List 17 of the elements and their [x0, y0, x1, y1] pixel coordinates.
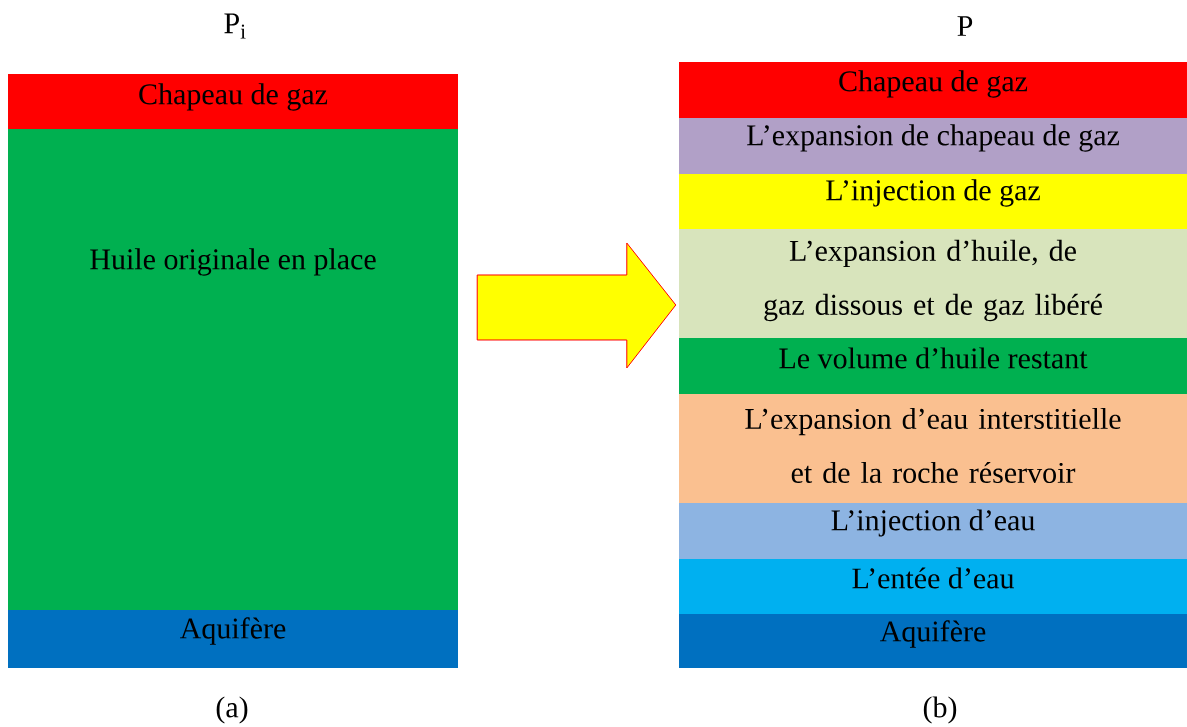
layer-band: L’expansion d’huile, de gaz dissous et de gaz libéré — [679, 229, 1187, 338]
column-heading: P — [957, 16, 973, 36]
layer-band: L’injection de gaz — [679, 174, 1187, 229]
layer-band: Aquifère — [679, 614, 1187, 668]
layer-band: L’expansion d’eau interstitielle et de la roche réservoir — [679, 394, 1187, 503]
layer-band: Chapeau de gaz — [8, 74, 458, 129]
layer-band: Le volume d’huile restant — [679, 338, 1187, 394]
layer-band: L’expansion de chapeau de gaz — [679, 118, 1187, 174]
layer-band: L’entée d’eau — [679, 559, 1187, 614]
block-arrow — [476, 242, 677, 369]
layer-band: Huile originale en place — [8, 129, 458, 610]
layer-band: Aquifère — [8, 610, 458, 668]
subfigure-label: (a) — [216, 696, 248, 724]
layer-band: Chapeau de gaz — [679, 62, 1187, 118]
layer-band: L’injection d’eau — [679, 503, 1187, 559]
subfigure-label: (b) — [923, 696, 957, 724]
column-heading: P$_{i}$ — [224, 13, 246, 39]
